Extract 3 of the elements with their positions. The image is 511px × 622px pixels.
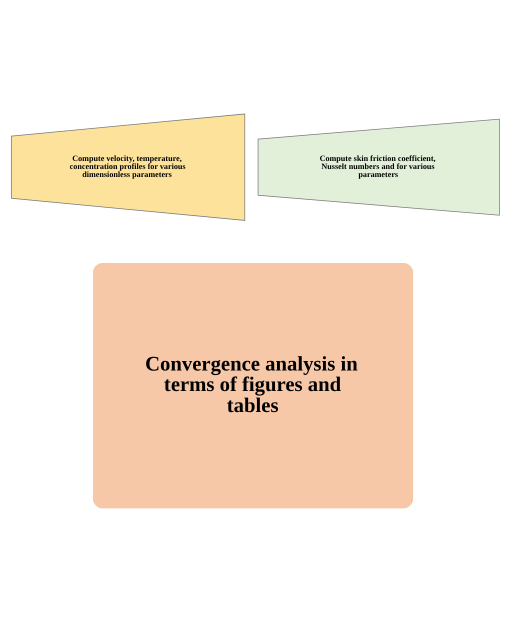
- node-box: Compute skin friction coefficient, Nusselt numbers and for various parameters: [258, 118, 500, 216]
- node-box: Convergence analysis in terms of figures and tables: [92, 262, 414, 508]
- node-box: Compute velocity, temperature, concentration profiles for various dimensionless parameters: [11, 114, 246, 221]
